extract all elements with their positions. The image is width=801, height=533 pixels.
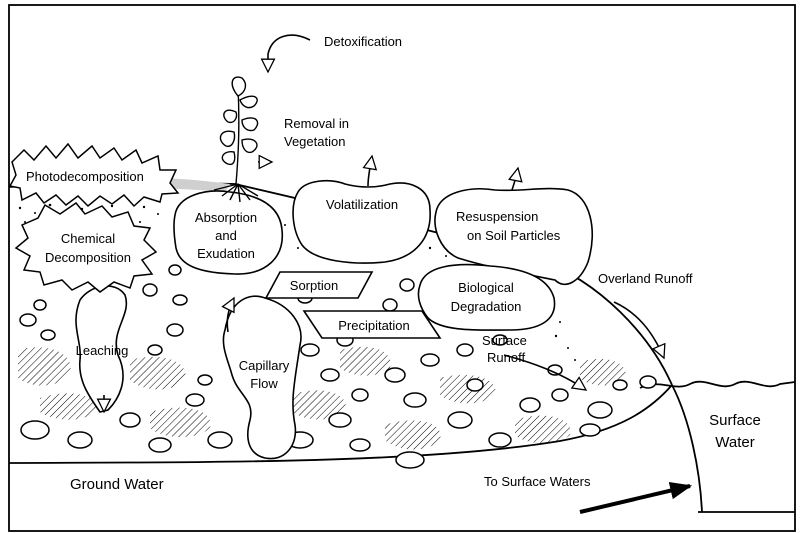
label-photodecomposition: Photodecomposition [26, 169, 144, 184]
label-detoxification: Detoxification [324, 34, 402, 49]
label-resuspension-2: on Soil Particles [467, 228, 561, 243]
chemical-decomposition-burst [16, 203, 156, 292]
label-to-surface-waters: To Surface Waters [484, 474, 591, 489]
resuspension-arrow [512, 168, 518, 190]
label-surface-water-1: Surface [709, 412, 761, 429]
label-sorption: Sorption [290, 278, 338, 293]
label-biological-2: Degradation [451, 299, 522, 314]
label-biological-1: Biological [458, 280, 514, 295]
label-volatilization: Volatilization [326, 197, 398, 212]
label-absorption-2: and [215, 228, 237, 243]
label-capillary-1: Capillary [239, 358, 290, 373]
label-overland-runoff: Overland Runoff [598, 271, 693, 286]
label-precipitation: Precipitation [338, 318, 410, 333]
label-removal-2: Vegetation [284, 134, 345, 149]
label-chemical-1: Chemical [61, 231, 115, 246]
label-resuspension-1: Resuspension [456, 209, 538, 224]
label-chemical-2: Decomposition [45, 250, 131, 265]
overland-runoff-arrow [614, 302, 664, 358]
label-surface-runoff-2: Runoff [487, 350, 525, 365]
volatilization-arrow [368, 156, 372, 186]
label-surface-water-2: Water [715, 434, 754, 451]
label-leaching: Leaching [76, 343, 129, 358]
volatilization-region [293, 181, 430, 263]
detoxification-arrow [268, 35, 310, 72]
to-surface-waters-arrow [580, 486, 690, 512]
label-surface-runoff-1: Surface [482, 333, 527, 348]
label-removal-1: Removal in [284, 116, 349, 131]
label-capillary-2: Flow [250, 376, 278, 391]
label-ground-water: Ground Water [70, 476, 164, 493]
label-absorption-1: Absorption [195, 210, 257, 225]
label-absorption-3: Exudation [197, 246, 255, 261]
